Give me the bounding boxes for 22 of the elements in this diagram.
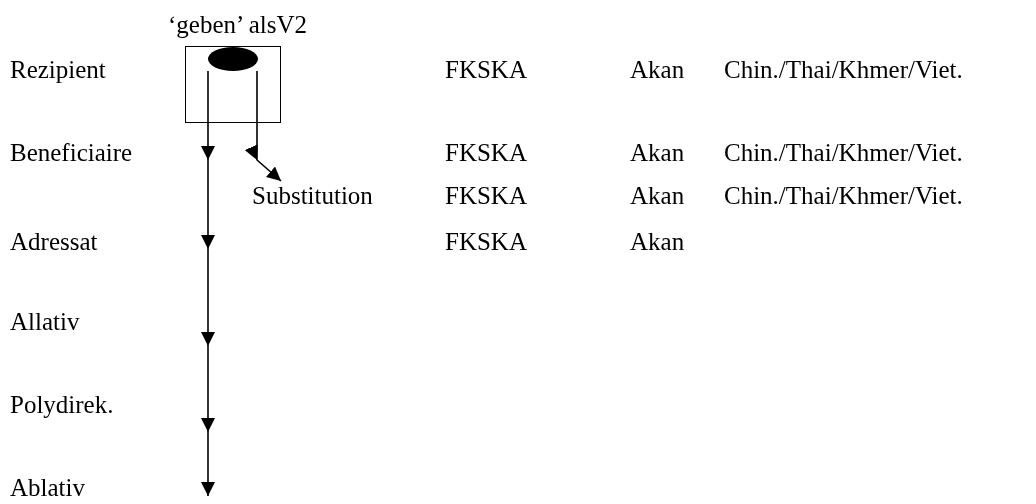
language-label: Akan (630, 227, 685, 257)
language-label: Akan (630, 181, 685, 211)
filled-ellipse (208, 47, 258, 71)
arrow (201, 70, 215, 497)
language-label: FKSKA (445, 227, 527, 257)
language-label: Chin./Thai/Khmer/Viet. (724, 55, 963, 85)
box-heading: ‘geben’ alsV2 (168, 10, 308, 40)
role-label: Adressat (10, 227, 98, 257)
language-label: FKSKA (445, 55, 527, 85)
language-label: Chin./Thai/Khmer/Viet. (724, 138, 963, 168)
language-label: Chin./Thai/Khmer/Viet. (724, 181, 963, 211)
role-label: Polydirek. (10, 390, 114, 420)
language-label: FKSKA (445, 181, 527, 211)
language-label: Akan (630, 138, 685, 168)
substitution-label: Substitution (252, 181, 373, 211)
language-label: FKSKA (445, 138, 527, 168)
role-label: Allativ (10, 307, 80, 337)
arrow (245, 70, 282, 182)
role-label: Beneficiaire (10, 138, 133, 168)
language-label: Akan (630, 55, 685, 85)
role-label: Ablativ (10, 473, 85, 503)
role-label: Rezipient (10, 55, 106, 85)
